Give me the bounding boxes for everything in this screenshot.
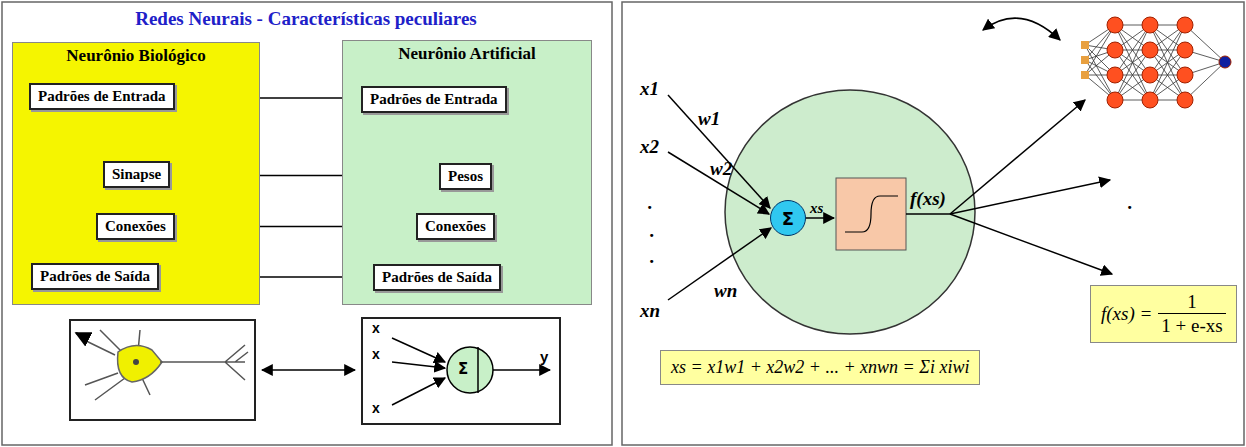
network-icon [1081, 17, 1231, 108]
node-text: Padrões de Saída [40, 268, 150, 285]
neuron-model [362, 318, 560, 424]
label: xs [810, 200, 823, 217]
process-box: Padrões de Saída [31, 263, 159, 290]
label: f(xs) [910, 188, 946, 210]
label: y [540, 348, 548, 365]
node-text: Neurônio Biológico [13, 46, 259, 66]
node-text: xs = x1w1 + x2w2 + ... + xnwn = Σi xiwi [671, 357, 969, 378]
label: . [650, 246, 655, 268]
node-text: Sinapse [112, 166, 161, 183]
node-text: 1 + e-xs [1158, 313, 1225, 337]
panel-title: Redes Neurais - Características peculiar… [0, 8, 612, 30]
label: x1 [640, 78, 659, 100]
node-text: Pesos [448, 168, 483, 185]
node-text: Conexões [425, 218, 486, 235]
process-box: Pesos [439, 163, 492, 190]
node-text: 1 [1187, 291, 1197, 313]
label: . [1128, 192, 1133, 214]
process-box: Conexões [96, 213, 175, 240]
label: wn [714, 280, 737, 302]
double-arrow [262, 369, 355, 371]
node-text: Padrões de Saída [382, 269, 492, 286]
label: . [650, 220, 655, 242]
group-box: Neurônio BiológicoPadrões de EntradaSina… [12, 42, 260, 305]
left-panel [2, 2, 612, 445]
label: . [648, 192, 653, 214]
neuron-diagram [668, 18, 1112, 334]
node-text: Conexões [105, 218, 166, 235]
process-box: Padrões de Entrada [361, 86, 507, 113]
label: w2 [710, 158, 732, 180]
label: xn [640, 300, 660, 322]
label: x [372, 320, 380, 336]
label: x [372, 346, 380, 362]
process-box: Padrões de Entrada [29, 83, 175, 110]
neuron-illustration [70, 320, 255, 420]
node-text: Σ [782, 208, 794, 229]
label: x2 [640, 136, 659, 158]
node-text: Padrões de Entrada [370, 91, 498, 108]
right-panel [622, 2, 1244, 445]
process-box: Sinapse [103, 161, 170, 188]
node-text: Padrões de Entrada [38, 88, 166, 105]
sum-circle: Σ [770, 200, 806, 236]
label: w1 [698, 108, 720, 130]
formula-box: f(xs) = 11 + e-xs [1090, 285, 1237, 343]
label: Σ [458, 360, 468, 378]
label: x [372, 400, 380, 416]
fraction: 11 + e-xs [1158, 291, 1225, 337]
node-text: Neurônio Artificial [343, 44, 591, 64]
group-box: Neurônio ArtificialPadrões de EntradaPes… [342, 40, 592, 305]
process-box: Padrões de Saída [373, 264, 501, 291]
node-text: f(xs) = [1101, 303, 1152, 325]
formula-box: xs = x1w1 + x2w2 + ... + xnwn = Σi xiwi [660, 350, 980, 385]
process-box: Conexões [416, 213, 495, 240]
